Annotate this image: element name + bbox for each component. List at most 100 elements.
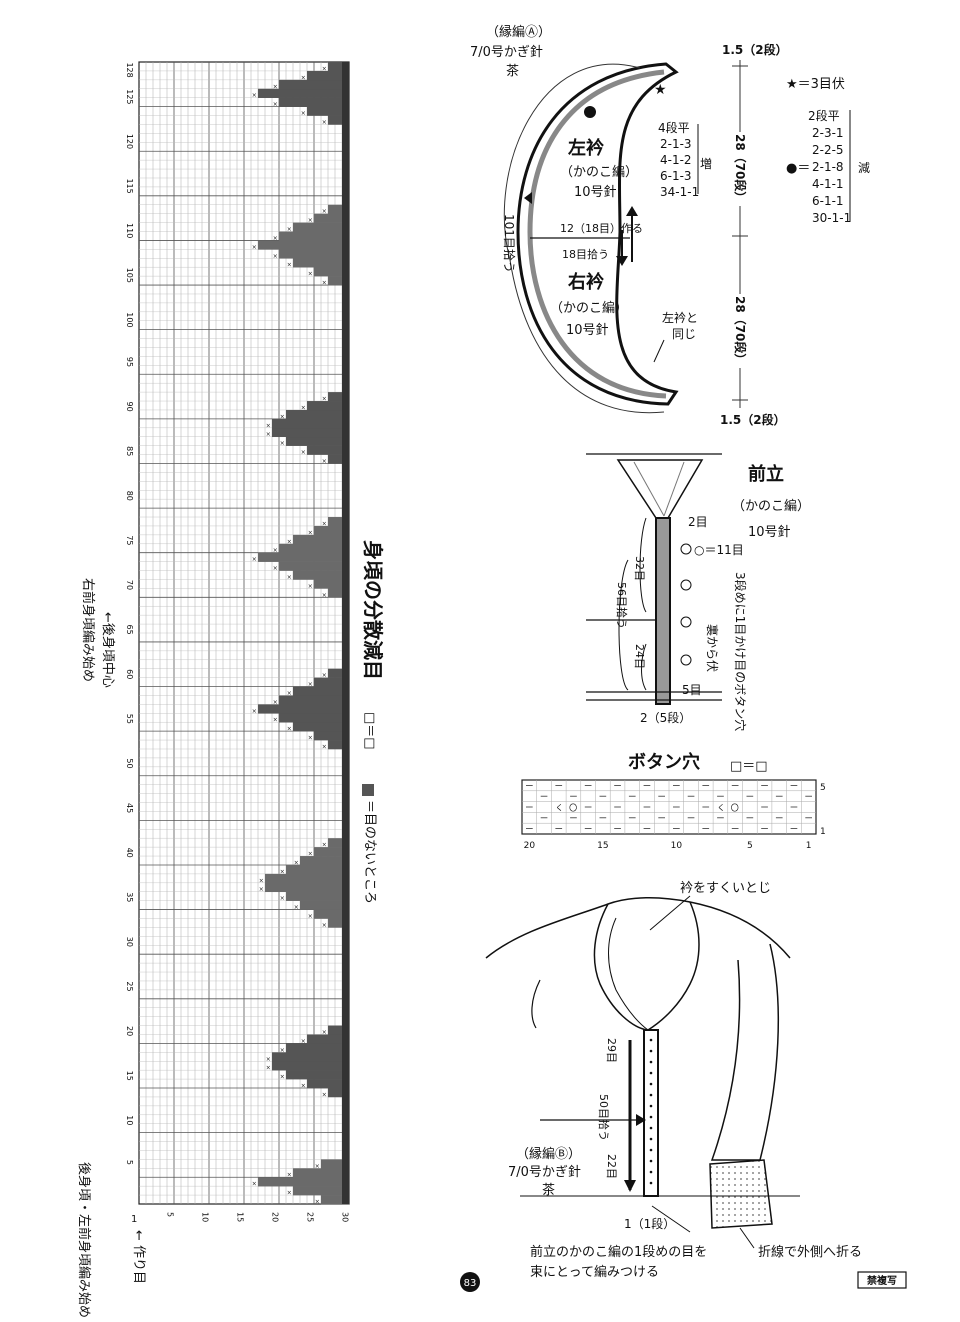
bh-col-label: 1 xyxy=(806,841,812,851)
dec-mark: × xyxy=(287,574,292,581)
decrease-dot-icon xyxy=(584,106,596,118)
dec-mark: × xyxy=(280,1074,285,1081)
dec-mark: × xyxy=(280,868,285,875)
inc-step: 4段平 xyxy=(658,120,690,135)
band-stitch-dot xyxy=(649,1159,653,1163)
dark-row-cell xyxy=(307,401,349,411)
dark-row-cell xyxy=(328,62,349,72)
dark-row-cell xyxy=(328,115,349,125)
front-bottom-count: 5目 xyxy=(682,683,702,697)
dec-mark: × xyxy=(301,1038,306,1045)
front-band-stitch: （かのこ編） xyxy=(732,498,810,514)
left-collar-title: 左衿 xyxy=(568,137,604,159)
dark-row-cell xyxy=(300,856,349,866)
dark-row-cell xyxy=(279,79,349,90)
dark-row-cell xyxy=(314,909,349,919)
collar-pickup-side: 101目拾う xyxy=(502,214,517,273)
bh-col-label: 5 xyxy=(747,841,753,851)
dec-mark: × xyxy=(322,280,327,287)
page-number: 83 xyxy=(464,1278,477,1289)
dark-row-cell xyxy=(258,704,349,714)
band-stitch-dot xyxy=(649,1137,653,1141)
dark-row-cell xyxy=(328,392,349,402)
buttonhole-circle-3 xyxy=(680,616,692,628)
dec-mark: × xyxy=(273,101,278,108)
dec-mark: × xyxy=(308,529,313,536)
dark-row-cell xyxy=(328,517,349,527)
dec-mark: × xyxy=(308,583,313,590)
dec-mark: × xyxy=(322,1029,327,1036)
chart-row-labels: 5101520253035404550556065707580859095100… xyxy=(125,62,134,1164)
col-label: 20 xyxy=(271,1212,280,1222)
dark-row-cell xyxy=(293,1186,349,1196)
dark-row-cell xyxy=(286,1070,349,1080)
band-stitch-dot xyxy=(649,1170,653,1174)
dec-mark: × xyxy=(301,74,306,81)
dark-row-cell xyxy=(328,918,349,928)
dark-row-cell xyxy=(293,222,349,232)
dec-mark: × xyxy=(252,1181,257,1188)
row-label: 55 xyxy=(125,714,134,724)
row-label: 85 xyxy=(125,446,134,456)
buttonhole-grid: く〇く〇 xyxy=(521,779,817,835)
dec-mark: × xyxy=(301,1083,306,1090)
dark-row-cell xyxy=(307,70,349,81)
garment-attach-note-2: 束にとって編みつける xyxy=(530,1264,659,1280)
dark-row-cell xyxy=(258,1177,349,1187)
garment-buttons xyxy=(649,1038,653,1185)
dec-mark: × xyxy=(322,743,327,750)
garment-edge-hook: 7/0号かぎ針 xyxy=(508,1165,581,1180)
dec-mark: × xyxy=(252,708,257,715)
dark-row-cell xyxy=(286,891,349,901)
row-label: 5 xyxy=(125,1160,134,1165)
row-label: 15 xyxy=(125,1071,134,1081)
dark-row-cell xyxy=(293,570,349,580)
row-label: 40 xyxy=(125,848,134,858)
dark-row-cell xyxy=(279,543,349,554)
band-stitch-dot xyxy=(649,1126,653,1130)
legend-dark-swatch xyxy=(362,784,374,796)
arrow-left-icon xyxy=(524,192,532,204)
dark-row-cell xyxy=(279,695,349,705)
dec-mark: × xyxy=(322,1091,327,1098)
bh-k2tog-mark: く xyxy=(717,803,725,812)
pickup-arc xyxy=(503,63,665,414)
dec-mark: × xyxy=(287,538,292,545)
left-collar-needle: 10号針 xyxy=(574,185,617,200)
bh-row-label-bottom: 1 xyxy=(820,827,826,837)
front-band-title: 前立 xyxy=(748,463,784,485)
armhole-left xyxy=(531,979,541,1029)
buttonhole-circle-2 xyxy=(680,579,692,591)
dec-mark: × xyxy=(280,440,285,447)
collar-same-note-2: 同じ xyxy=(672,327,696,341)
dec-mark: × xyxy=(322,672,327,679)
dark-row-cell xyxy=(321,1195,349,1205)
row-label: 45 xyxy=(125,803,134,813)
right-collar-needle: 10号針 xyxy=(566,323,609,338)
dec-marker: ●＝ xyxy=(786,161,810,176)
garment-edge-label: （縁編Ⓑ） xyxy=(516,1146,581,1162)
star-icon: ★ xyxy=(654,82,667,98)
dec-mark: × xyxy=(301,110,306,117)
dec-mark: × xyxy=(252,244,257,251)
dec-step: 2段平 xyxy=(808,108,840,123)
dec-mark: × xyxy=(266,422,271,429)
dark-row-cell xyxy=(286,1043,349,1053)
garment-edge-color: 茶 xyxy=(542,1182,555,1198)
dark-row-cell xyxy=(314,677,349,687)
bh-k2tog-mark: く xyxy=(555,803,563,812)
col-label: 15 xyxy=(236,1212,245,1222)
dec-step: 2-2-5 xyxy=(812,143,844,157)
dark-row-cell xyxy=(265,873,349,884)
dark-row-cell xyxy=(293,258,349,268)
front-top-count: 2目 xyxy=(688,515,708,529)
dark-row-cell xyxy=(328,668,349,678)
shoulder-line xyxy=(485,897,791,959)
dec-mark: × xyxy=(308,851,313,858)
front-band-strip xyxy=(655,517,671,705)
dark-row-cell xyxy=(258,240,349,250)
band-stitch-dot xyxy=(649,1038,653,1042)
dark-row-cell xyxy=(265,882,349,893)
collar-same-note-1: 左衿と xyxy=(662,310,698,325)
